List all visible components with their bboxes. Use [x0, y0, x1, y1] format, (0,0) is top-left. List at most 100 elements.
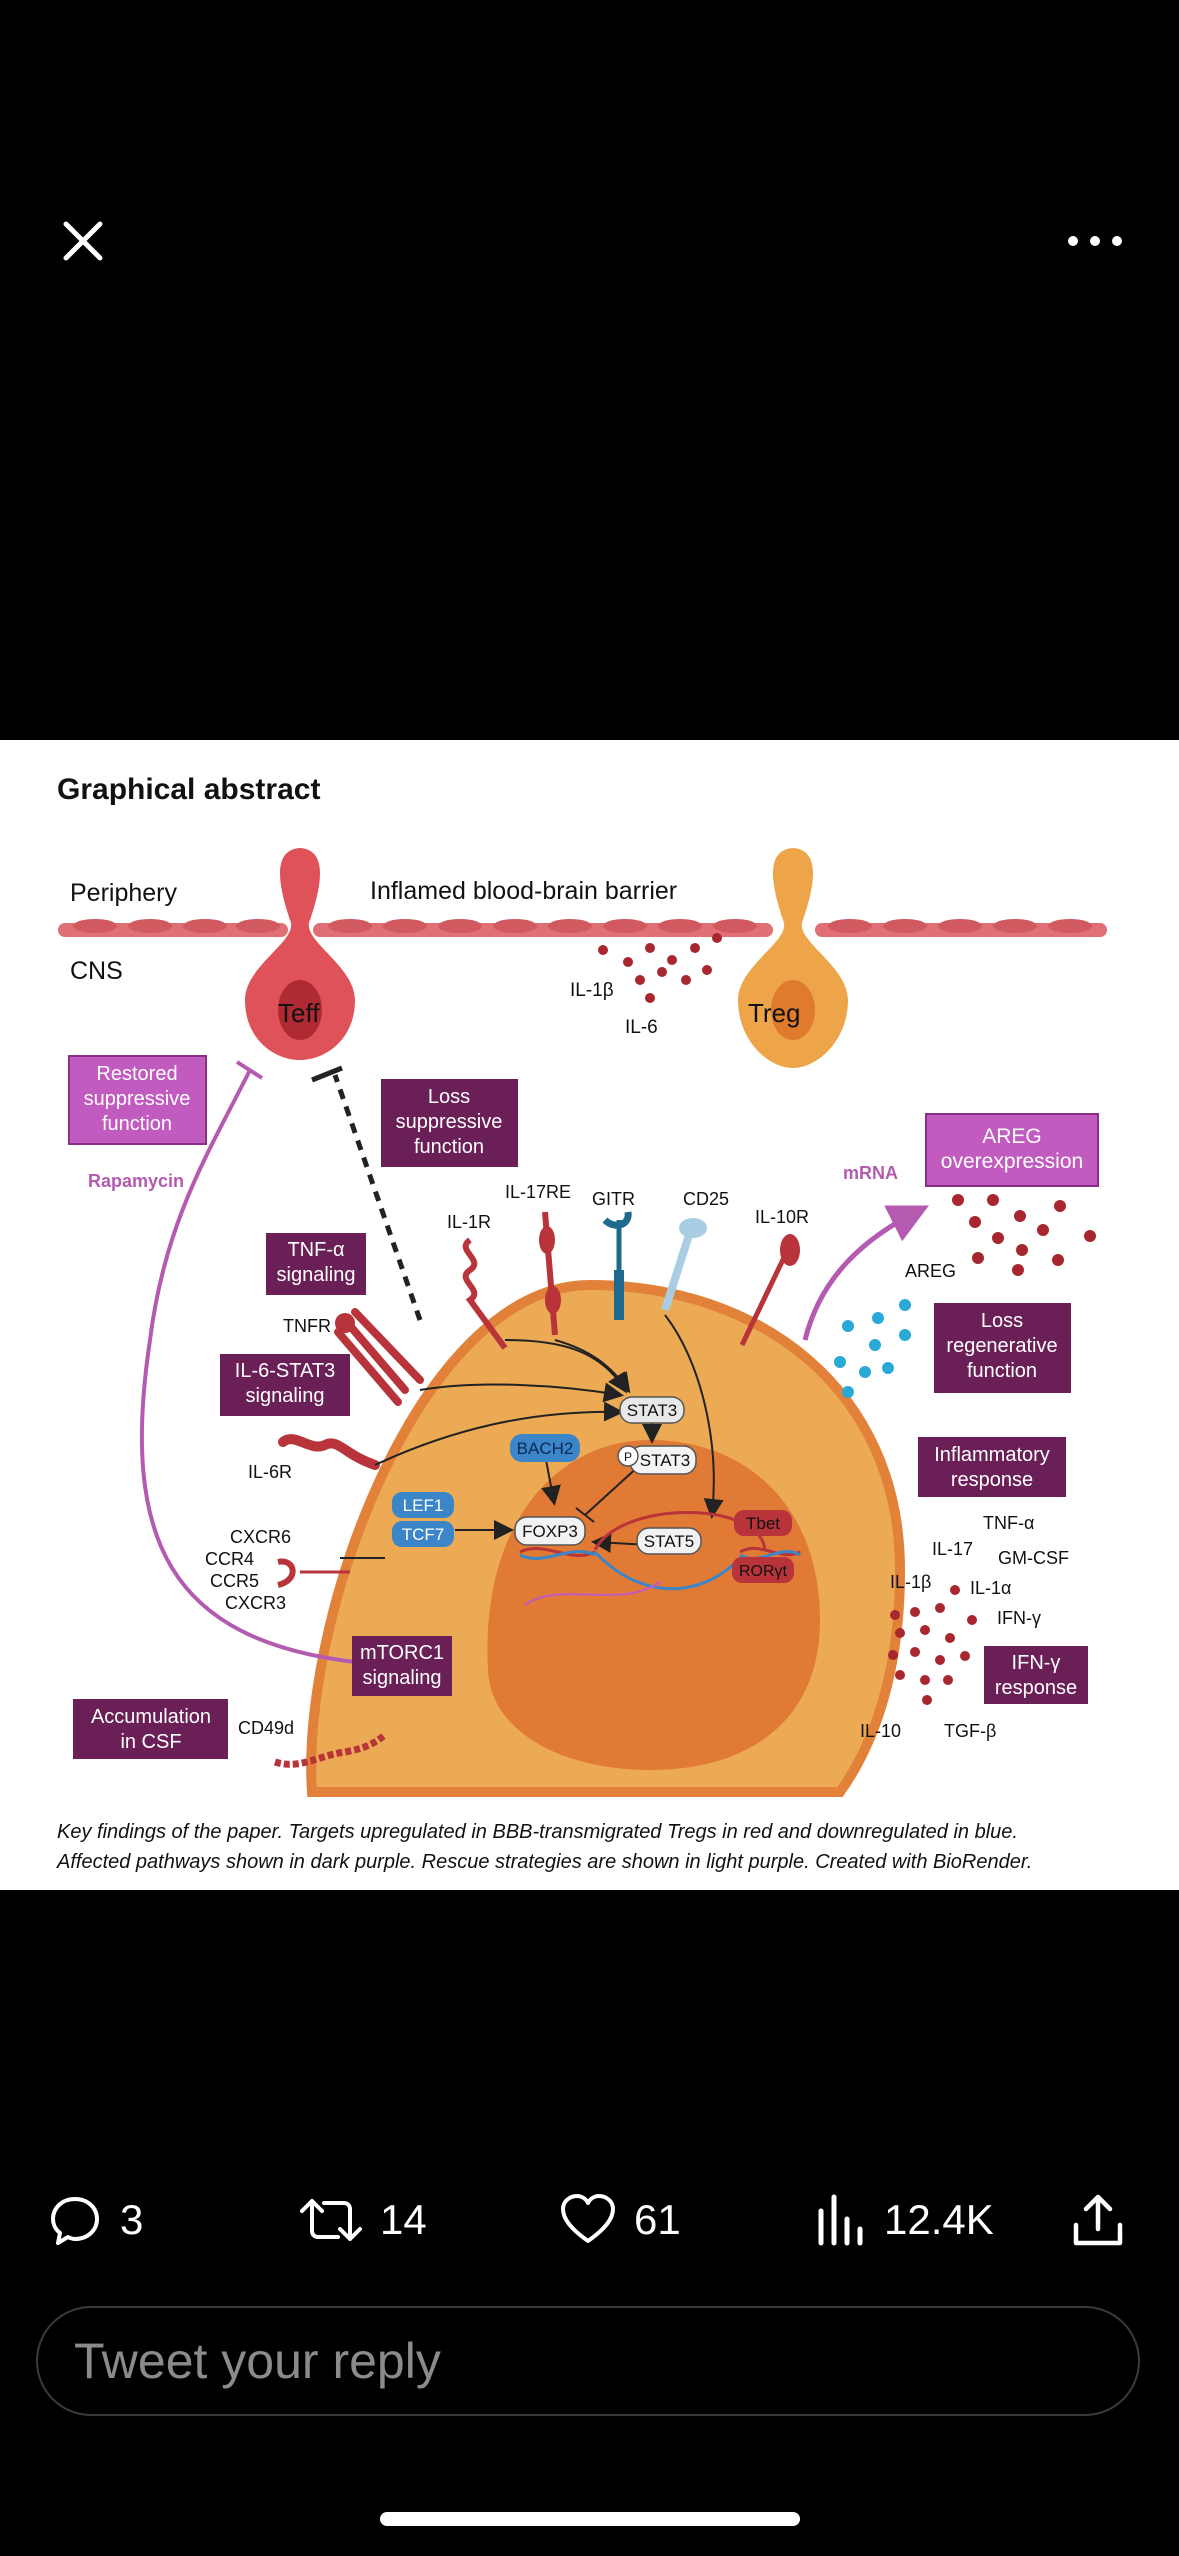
svg-text:regenerative: regenerative — [946, 1335, 1057, 1357]
stat5-label: STAT5 — [644, 1532, 694, 1551]
areg-overexpression-box: AREG overexpression — [925, 1113, 1099, 1187]
il6-top-label: IL-6 — [625, 1017, 658, 1038]
lef1-label: LEF1 — [403, 1496, 444, 1515]
svg-text:Inflammatory: Inflammatory — [934, 1444, 1050, 1466]
accumulation-csf-box: Accumulation in CSF — [73, 1699, 228, 1759]
teff-cell: Teff — [245, 848, 355, 1060]
like-button[interactable]: 61 — [558, 2180, 681, 2260]
svg-text:response: response — [951, 1469, 1033, 1491]
views-button[interactable]: 12.4K — [814, 2180, 994, 2260]
dna-strand — [519, 1547, 596, 1557]
foxp3-node — [514, 1516, 586, 1546]
cns-label: CNS — [70, 957, 123, 985]
figure-heading: Graphical abstract — [57, 773, 320, 806]
cd49d-label: CD49d — [238, 1718, 294, 1738]
svg-text:IL-1β: IL-1β — [890, 1572, 931, 1592]
svg-text:in CSF: in CSF — [120, 1731, 181, 1753]
figure-caption-line-2: Affected pathways shown in dark purple. … — [56, 1851, 1032, 1873]
endothelium-layer — [58, 919, 1107, 937]
svg-text:function: function — [102, 1113, 172, 1135]
svg-text:Accumulation: Accumulation — [91, 1706, 211, 1728]
il17re-receptor — [539, 1211, 561, 1336]
phospho-icon — [617, 1445, 639, 1467]
areg-label: AREG — [905, 1261, 956, 1281]
reply-button[interactable]: 3 — [46, 2180, 143, 2260]
bach2-label: BACH2 — [517, 1439, 574, 1458]
teff-label: Teff — [278, 998, 320, 1028]
svg-text:IL-17: IL-17 — [932, 1539, 973, 1559]
roryt-label: RORγt — [739, 1563, 788, 1580]
il6r-receptor — [278, 1434, 380, 1470]
svg-text:suppressive: suppressive — [84, 1088, 191, 1110]
svg-text:GM-CSF: GM-CSF — [998, 1548, 1069, 1568]
stat3-label: STAT3 — [627, 1401, 677, 1420]
svg-text:IL-10: IL-10 — [860, 1721, 901, 1741]
figure-caption-line-1: Key findings of the paper. Targets upreg… — [57, 1821, 1018, 1843]
signaling-arrows — [340, 1314, 724, 1559]
share-button[interactable] — [1068, 2180, 1128, 2260]
close-button[interactable] — [50, 208, 116, 274]
tbet-node — [734, 1510, 792, 1536]
like-count: 61 — [634, 2196, 681, 2243]
il6-stat3-signaling-box: IL-6-STAT3 signaling — [220, 1354, 350, 1416]
il17re-label: IL-17RE — [505, 1182, 571, 1202]
svg-text:signaling: signaling — [363, 1667, 442, 1689]
mrna-arrow — [802, 1205, 929, 1341]
svg-text:TGF-β: TGF-β — [944, 1721, 996, 1741]
more-icon — [1068, 236, 1122, 246]
svg-text:Loss: Loss — [981, 1310, 1023, 1332]
cd25-label: CD25 — [683, 1189, 729, 1209]
reply-input[interactable]: Tweet your reply — [36, 2306, 1140, 2416]
retweet-count: 14 — [380, 2196, 427, 2243]
svg-text:IFN-γ: IFN-γ — [1012, 1652, 1061, 1674]
mtorc1-signaling-box: mTORC1 signaling — [352, 1636, 452, 1696]
svg-text:CCR4: CCR4 — [205, 1549, 254, 1569]
restored-suppressive-box: Restored suppressive function — [68, 1055, 207, 1145]
chemokine-receptor-icon — [277, 1558, 296, 1588]
svg-text:CXCR6: CXCR6 — [230, 1527, 291, 1547]
cd25-receptor — [661, 1218, 707, 1312]
treg-label: Treg — [748, 998, 801, 1028]
svg-text:IL-1α: IL-1α — [970, 1578, 1011, 1598]
svg-text:IFN-γ: IFN-γ — [997, 1608, 1041, 1628]
tnf-signaling-box: TNF-α signaling — [266, 1233, 366, 1295]
tnfr-receptor — [334, 1308, 424, 1406]
ifng-response-box: IFN-γ response — [984, 1646, 1088, 1704]
mrna-label: mRNA — [843, 1163, 898, 1183]
treg-cell: Treg — [738, 848, 848, 1068]
svg-text:response: response — [995, 1677, 1077, 1699]
svg-text:signaling: signaling — [246, 1385, 325, 1407]
svg-text:mTORC1: mTORC1 — [360, 1642, 444, 1664]
lef1-node — [392, 1492, 454, 1518]
chemokine-receptor-labels: CXCR6 CCR4 CCR5 CXCR3 — [205, 1527, 291, 1613]
inflammatory-response-box: Inflammatory response — [918, 1437, 1066, 1497]
secreted-cytokine-labels: TNF-α IL-17 GM-CSF IL-1β IL-1α IFN-γ IL-… — [860, 1513, 1069, 1741]
il6r-label: IL-6R — [248, 1462, 292, 1482]
heart-icon — [561, 2194, 615, 2243]
svg-text:suppressive: suppressive — [396, 1111, 503, 1133]
tnfr-label: TNFR — [283, 1316, 331, 1336]
share-icon — [1073, 2194, 1123, 2246]
svg-text:signaling: signaling — [277, 1264, 356, 1286]
areg-dots — [952, 1194, 1096, 1276]
more-options-button[interactable] — [1050, 208, 1140, 274]
home-indicator[interactable] — [380, 2512, 800, 2526]
rapamycin-label: Rapamycin — [88, 1171, 184, 1191]
loss-suppression-line — [332, 1074, 423, 1321]
cytokine-dots-right — [888, 1585, 977, 1705]
views-count: 12.4K — [884, 2196, 994, 2243]
svg-text:Restored: Restored — [96, 1063, 177, 1085]
foxp3-label: FOXP3 — [522, 1522, 578, 1541]
retweet-button[interactable]: 14 — [298, 2180, 427, 2260]
svg-text:TNF-α: TNF-α — [983, 1513, 1034, 1533]
graphical-abstract-image[interactable]: Graphical abstract Periphery Inflamed bl… — [0, 740, 1179, 1890]
cytokine-dots-top — [598, 933, 722, 1003]
il1r-label: IL-1R — [447, 1212, 491, 1232]
stat5-node — [636, 1527, 702, 1555]
roryt-node — [732, 1557, 794, 1583]
svg-text:Loss: Loss — [428, 1086, 470, 1108]
periphery-label: Periphery — [70, 879, 177, 907]
svg-text:overexpression: overexpression — [941, 1150, 1083, 1173]
svg-text:IL-6-STAT3: IL-6-STAT3 — [235, 1360, 335, 1382]
tcf7-label: TCF7 — [402, 1525, 445, 1544]
